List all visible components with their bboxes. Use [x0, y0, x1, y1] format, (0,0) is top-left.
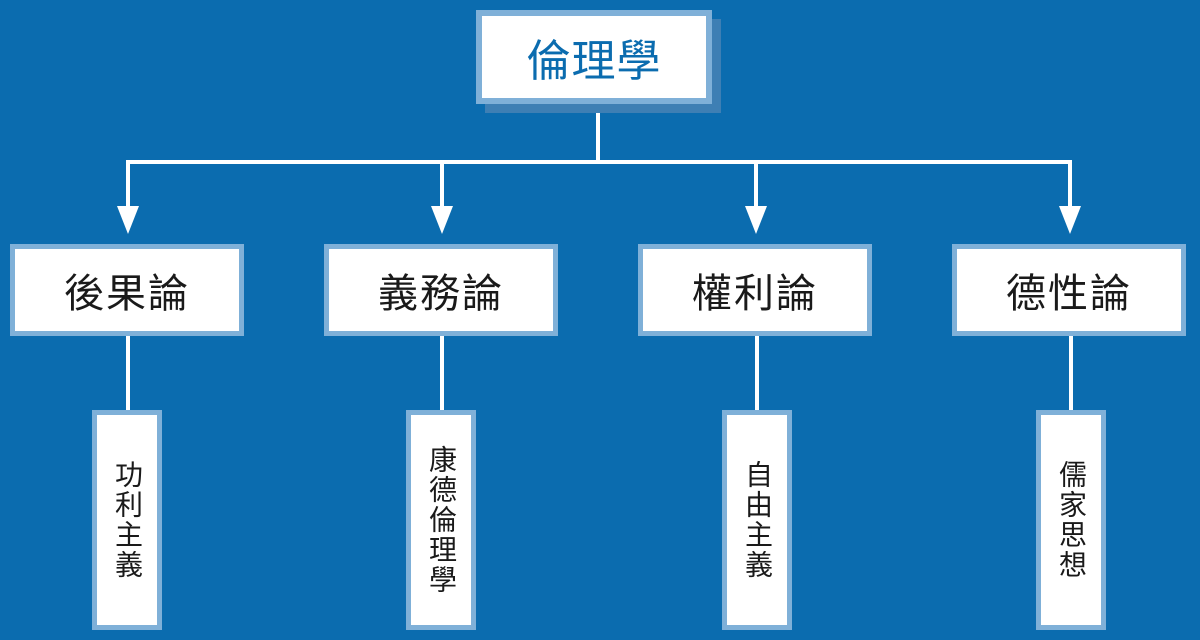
branch-node-consequentialism: 後果論: [10, 244, 244, 336]
arrow-to-branch-3: [745, 162, 767, 234]
leaf-node-label: 康德倫理學: [425, 445, 458, 595]
branch-node-rights-theory: 權利論: [638, 244, 872, 336]
arrow-to-branch-2: [431, 162, 453, 234]
leaf-node-kantian-ethics: 康德倫理學: [406, 410, 476, 630]
leaf-node-label: 儒家思想: [1055, 460, 1088, 580]
branch-node-label: 後果論: [64, 271, 190, 317]
branch-node-label: 德性論: [1006, 271, 1132, 317]
root-node-label: 倫理學: [526, 36, 662, 87]
branch-node-deontology: 義務論: [324, 244, 558, 336]
leaf-node-liberalism: 自由主義: [722, 410, 792, 630]
branch-node-label: 義務論: [378, 271, 504, 317]
branch-node-label: 權利論: [692, 271, 818, 317]
branch-node-virtue-ethics: 德性論: [952, 244, 1186, 336]
leaf-node-label: 功利主義: [111, 460, 144, 580]
leaf-node-utilitarianism: 功利主義: [92, 410, 162, 630]
leaf-node-label: 自由主義: [741, 460, 774, 580]
arrow-to-branch-4: [1059, 162, 1081, 234]
arrow-to-branch-1: [117, 162, 139, 234]
root-node: 倫理學: [476, 10, 712, 104]
leaf-node-confucianism: 儒家思想: [1036, 410, 1106, 630]
